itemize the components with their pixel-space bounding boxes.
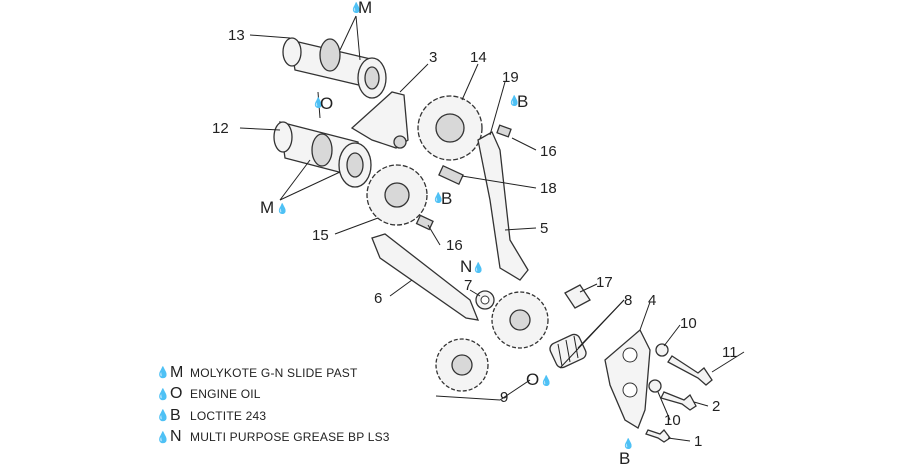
bracket-3	[350, 91, 409, 149]
legend-code: M	[170, 363, 184, 381]
lube-mark-n-mid: N 💧	[460, 257, 484, 276]
callout-2: 2	[712, 398, 720, 415]
legend-row-b: 💧 B LOCTITE 243	[156, 405, 456, 427]
callout-19: 19	[502, 69, 519, 86]
svg-text:B: B	[441, 189, 452, 208]
callout-8: 8	[624, 292, 632, 309]
washer-10b	[648, 379, 662, 393]
screw-16a	[496, 124, 512, 138]
callout-16-upper: 16	[540, 143, 557, 160]
lube-mark-m-top: 💧 M	[350, 0, 372, 17]
lubricant-legend: 💧 M MOLYKOTE G-N SLIDE PAST 💧 O ENGINE O…	[156, 362, 456, 448]
callout-14: 14	[470, 49, 487, 66]
legend-row-n: 💧 N MULTI PURPOSE GREASE BP LS3	[156, 427, 456, 449]
sprocket-14	[417, 95, 483, 161]
callout-5: 5	[540, 220, 548, 237]
callout-3: 3	[429, 49, 437, 66]
callout-15: 15	[312, 227, 329, 244]
oil-drop-icon: 💧	[276, 202, 288, 215]
bolt-1	[645, 429, 671, 443]
callout-9: 9	[500, 389, 508, 406]
needle-bearing-8	[549, 333, 587, 369]
callout-16-lower: 16	[446, 237, 463, 254]
leader-lines	[239, 15, 745, 442]
bolt-2	[660, 391, 697, 411]
legend-row-o: 💧 O ENGINE OIL	[156, 384, 456, 406]
callout-4: 4	[648, 292, 656, 309]
lube-mark-b-top: 💧 B	[508, 92, 528, 111]
sprocket-15	[366, 164, 428, 226]
legend-description: LOCTITE 243	[190, 408, 267, 423]
camshaft-13	[282, 37, 387, 99]
oil-drop-icon: 💧	[622, 437, 634, 450]
chain-guide-5	[477, 131, 529, 281]
chain-guide-6	[371, 233, 480, 321]
oil-drop-icon: 💧	[432, 191, 444, 204]
callout-1: 1	[694, 433, 702, 450]
gear-upper	[491, 291, 549, 349]
legend-description: ENGINE OIL	[190, 387, 261, 402]
callout-18: 18	[540, 180, 557, 197]
camshaft-12	[273, 121, 372, 188]
oil-drop-icon: 💧	[156, 367, 170, 380]
callout-11: 11	[722, 344, 738, 361]
svg-text:B: B	[517, 92, 528, 111]
callout-7: 7	[464, 277, 472, 294]
legend-row-m: 💧 M MOLYKOTE G-N SLIDE PAST	[156, 362, 456, 384]
oil-drop-icon: 💧	[508, 94, 520, 107]
legend-description: MOLYKOTE G-N SLIDE PAST	[190, 365, 358, 380]
bushing-17	[564, 284, 591, 309]
lube-mark-b-mid: 💧 B	[432, 189, 452, 208]
lube-mark-o-bottom: O 💧	[526, 370, 552, 389]
lube-mark-o-top: 💧 O	[312, 94, 333, 113]
washer-10a	[655, 343, 669, 357]
gear-9	[435, 338, 531, 401]
callout-17: 17	[596, 274, 613, 291]
callout-12: 12	[212, 120, 229, 137]
oil-drop-icon: 💧	[472, 261, 484, 274]
svg-text:O: O	[320, 94, 333, 113]
callout-10-upper: 10	[680, 315, 697, 332]
cover-plate-4	[604, 328, 651, 429]
screw-18	[438, 164, 464, 186]
callout-13: 13	[228, 27, 245, 44]
callout-6: 6	[374, 290, 382, 307]
svg-text:M: M	[358, 0, 372, 17]
screw-16b	[415, 214, 434, 231]
legend-code: B	[170, 406, 181, 424]
oil-drop-icon: 💧	[350, 1, 362, 14]
svg-text:O: O	[526, 370, 539, 389]
callout-10-lower: 10	[664, 412, 681, 429]
legend-code: O	[170, 385, 183, 403]
svg-text:N: N	[460, 257, 472, 276]
svg-text:M: M	[260, 198, 274, 217]
legend-description: MULTI PURPOSE GREASE BP LS3	[190, 430, 390, 445]
oil-drop-icon: 💧	[312, 96, 324, 109]
svg-text:B: B	[619, 449, 630, 467]
legend-code: N	[170, 428, 182, 446]
lube-mark-b-bottom: 💧 B	[619, 437, 634, 467]
oil-drop-icon: 💧	[540, 374, 552, 387]
lube-mark-m-left: M 💧	[260, 198, 288, 217]
bolt-11	[667, 355, 713, 386]
oil-drop-icon: 💧	[156, 388, 170, 401]
oil-drop-icon: 💧	[156, 410, 170, 423]
oil-drop-icon: 💧	[156, 431, 170, 444]
